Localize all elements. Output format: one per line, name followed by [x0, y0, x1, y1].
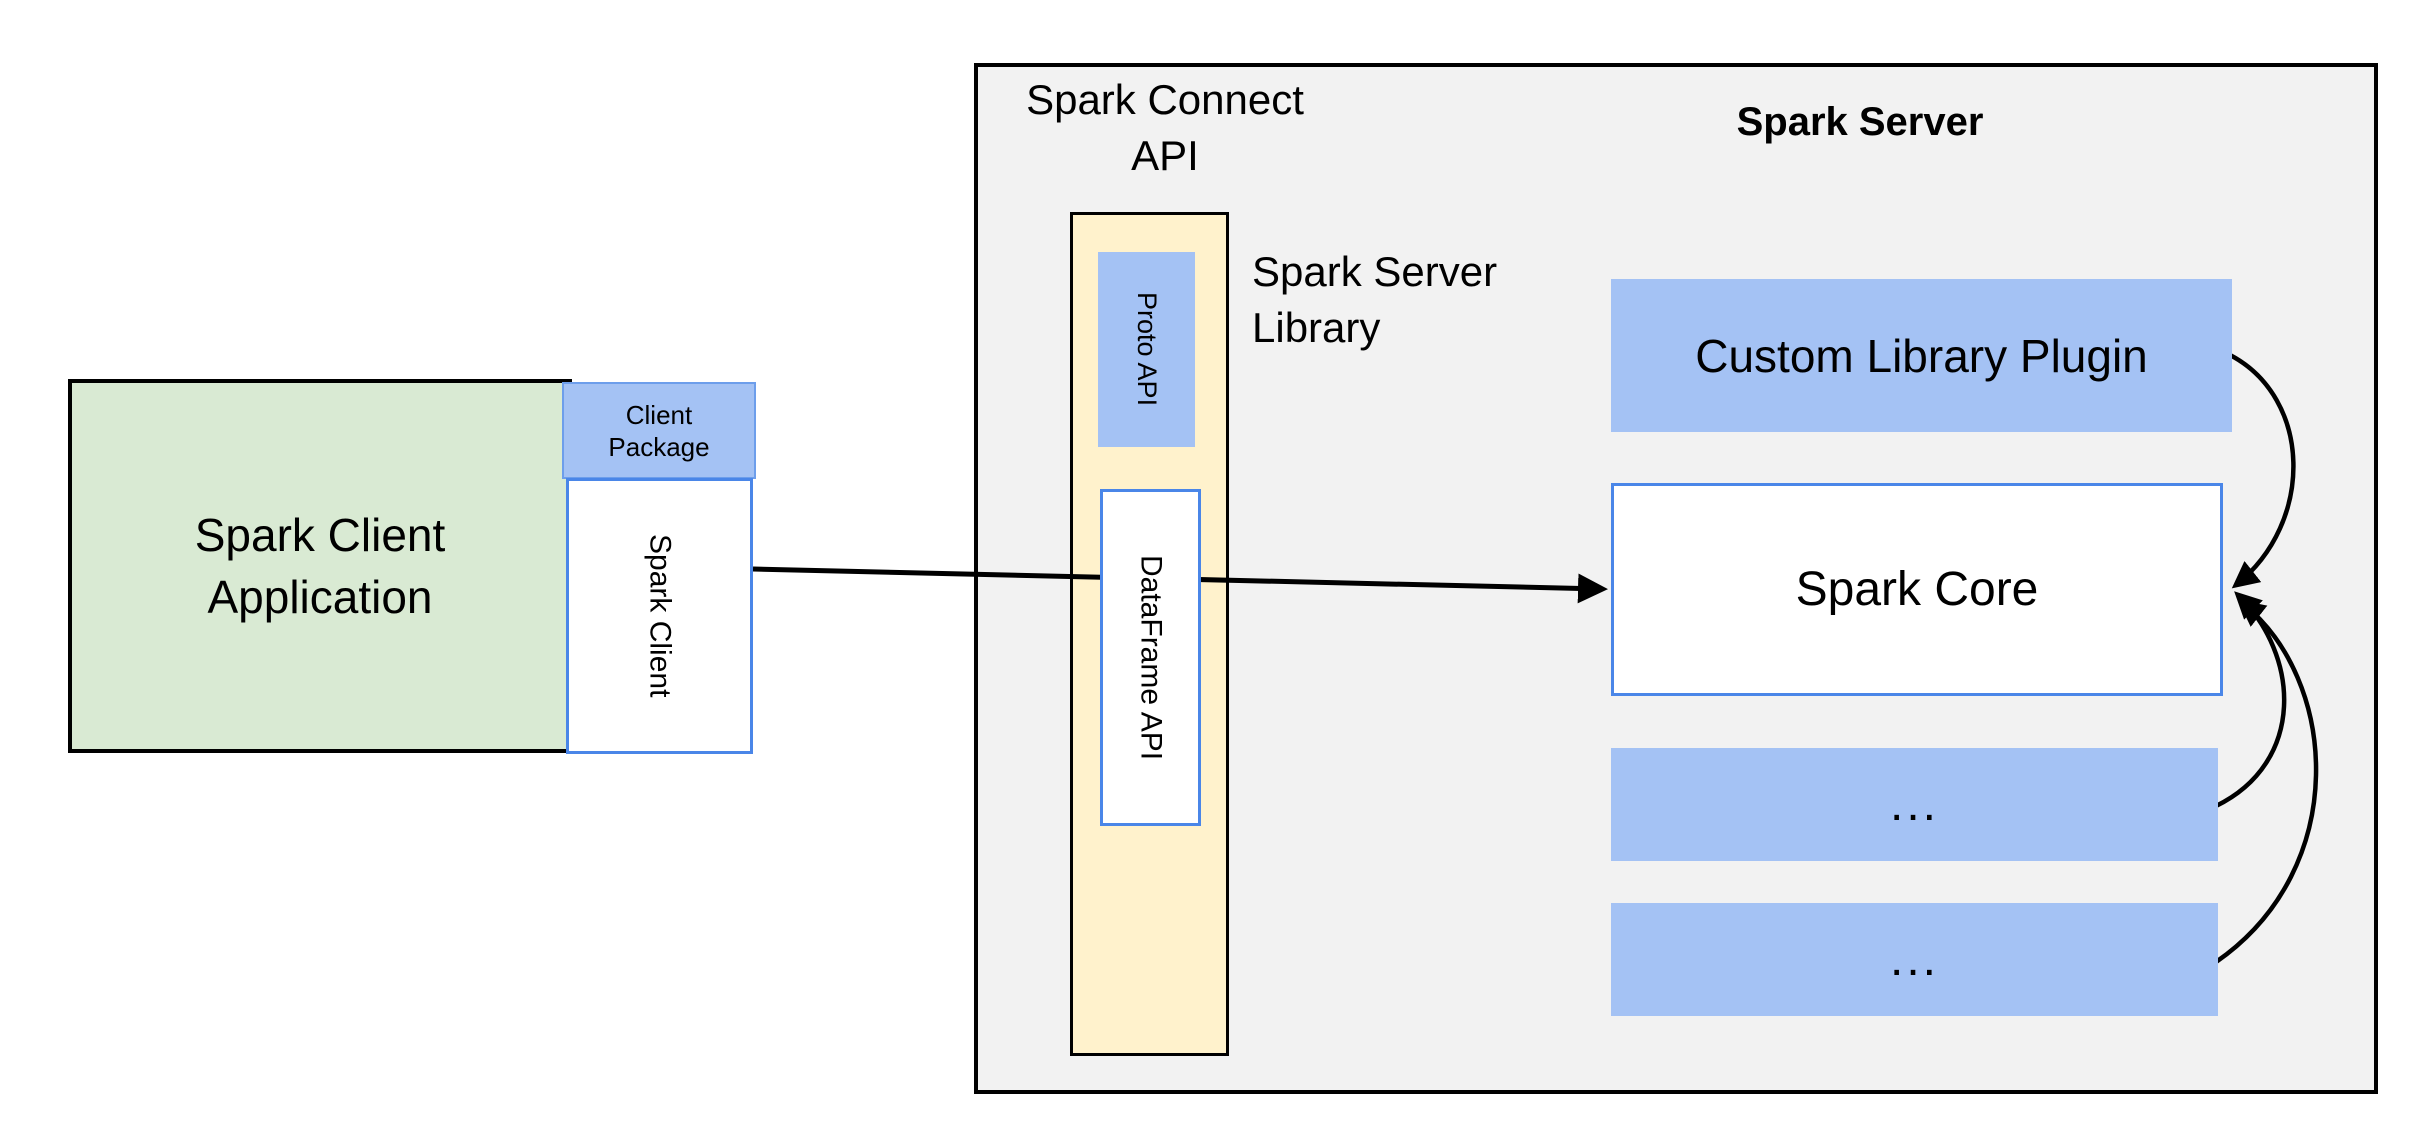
spark-server-library-label-line1: Spark Server — [1252, 248, 1498, 295]
spark-connect-api-label: Spark Connect API — [985, 72, 1345, 184]
spark-client-box: Spark Client — [566, 478, 753, 754]
client-app-label-line2: Application — [207, 571, 433, 623]
spark-server-library-label: Spark Server Library — [1252, 244, 1582, 356]
spark-core-box: Spark Core — [1611, 483, 2223, 696]
client-package-box: Client Package — [562, 382, 756, 479]
dataframe-api-box: DataFrame API — [1100, 489, 1201, 826]
plugin-placeholder-label-1: ... — [1889, 778, 1939, 831]
client-app-label-line1: Spark Client — [194, 509, 446, 561]
plugin-placeholder-box-1: ... — [1611, 748, 2218, 861]
plugin-placeholder-box-2: ... — [1611, 903, 2218, 1016]
spark-client-label: Spark Client — [643, 534, 677, 698]
spark-server-library-label-line2: Library — [1252, 304, 1381, 351]
dataframe-api-label: DataFrame API — [1134, 554, 1168, 761]
spark-client-application-box: Spark Client Application — [68, 379, 572, 753]
client-package-label-line1: Client — [625, 399, 693, 430]
spark-connect-api-label-line1: Spark Connect — [1026, 76, 1304, 123]
spark-connect-api-label-line2: API — [1131, 132, 1199, 179]
plugin-placeholder-label-2: ... — [1889, 933, 1939, 986]
proto-api-box: Proto API — [1098, 252, 1195, 447]
custom-library-plugin-box: Custom Library Plugin — [1611, 279, 2232, 432]
proto-api-label: Proto API — [1132, 292, 1162, 407]
spark-server-title: Spark Server — [1736, 100, 1984, 144]
client-package-label-line2: Package — [608, 431, 710, 462]
custom-library-plugin-label: Custom Library Plugin — [1695, 329, 2148, 382]
spark-core-label: Spark Core — [1795, 563, 2039, 616]
